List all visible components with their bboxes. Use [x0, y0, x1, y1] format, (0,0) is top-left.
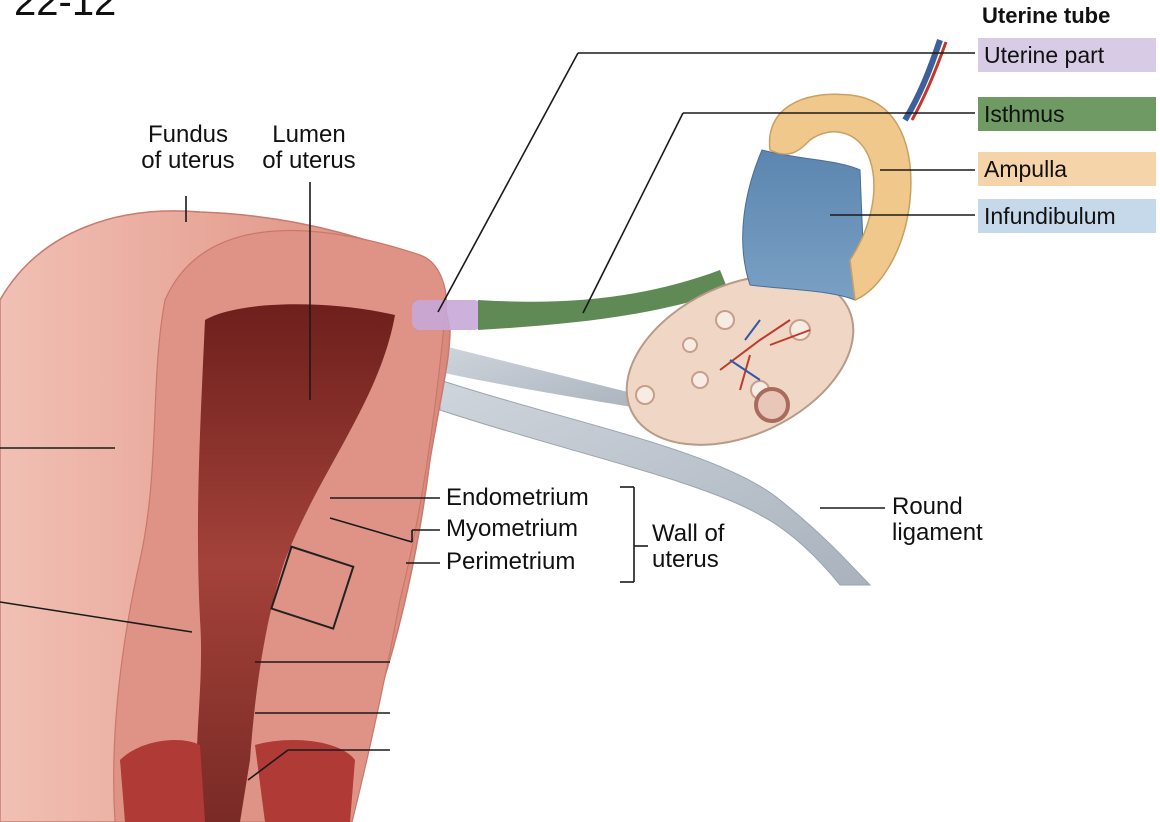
fundus-label: Fundus of uterus	[118, 122, 258, 174]
lumen-label-line-1: Lumen	[244, 122, 374, 148]
infundibulum-tag: Infundibulum	[978, 199, 1156, 233]
endometrium-label: Endometrium	[446, 485, 589, 511]
ampulla-tag: Ampulla	[978, 152, 1156, 186]
figure-number: 22-12	[14, 0, 116, 25]
round-ligament-line-1: Round	[892, 494, 983, 520]
infundibulum-shape	[743, 150, 863, 300]
lumen-label-line-2: of uterus	[244, 148, 374, 174]
round-ligament-line-2: ligament	[892, 520, 983, 546]
isthmus-tag: Isthmus	[978, 97, 1156, 131]
uterine-part-tag: Uterine part	[978, 38, 1156, 72]
uterine-part-shape	[412, 300, 482, 330]
wall-label-line-2: uterus	[652, 547, 724, 573]
round-ligament-label: Round ligament	[892, 494, 983, 546]
lumen-label: Lumen of uterus	[244, 122, 374, 174]
uterine-tube-heading: Uterine tube	[982, 3, 1110, 29]
wall-label-line-1: Wall of	[652, 521, 724, 547]
fundus-label-line-2: of uterus	[118, 148, 258, 174]
myometrium-label: Myometrium	[446, 516, 578, 542]
ovarian-vessels	[905, 40, 940, 120]
vaginal-canal-shape	[120, 740, 205, 822]
perimetrium-label: Perimetrium	[446, 549, 575, 575]
wall-of-uterus-label: Wall of uterus	[652, 521, 724, 573]
fundus-label-line-1: Fundus	[118, 122, 258, 148]
